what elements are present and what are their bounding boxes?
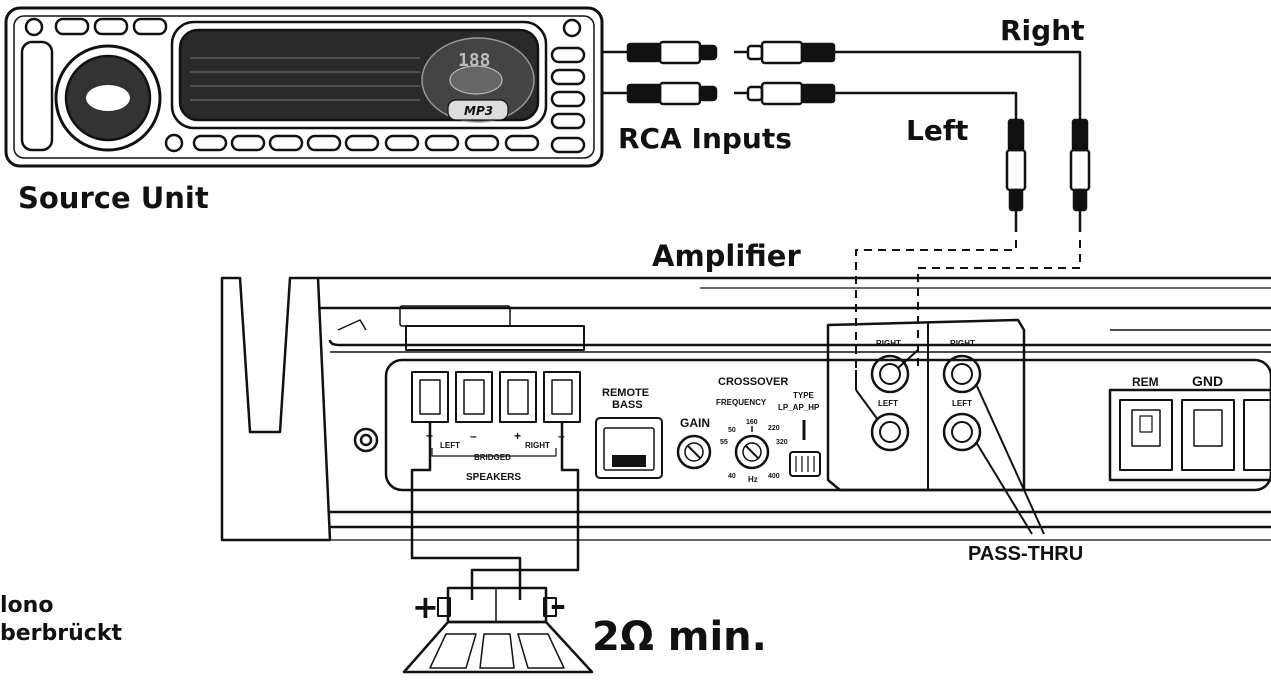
pass-thru-label: PASS-THRU	[968, 543, 1083, 565]
rem-label: REM	[1132, 375, 1159, 389]
source-unit	[4, 6, 604, 168]
input-left-label: LEFT	[878, 399, 898, 408]
freq-tick-160: 160	[746, 419, 758, 426]
speaker-sign-2: –	[470, 429, 477, 443]
display-digits: 188	[458, 50, 491, 71]
mono-label-line1: lono	[0, 593, 53, 618]
speaker-plus-label: +	[412, 588, 439, 626]
frequency-label: FREQUENCY	[716, 398, 767, 407]
amplifier-label: Amplifier	[652, 239, 801, 273]
left-channel-label: Left	[906, 114, 968, 147]
speaker-sign-1: +	[426, 429, 433, 443]
speaker-right-label: RIGHT	[525, 441, 550, 450]
impedance-label: 2Ω min.	[592, 614, 767, 660]
thru-right-label: RIGHT	[950, 339, 975, 348]
thru-left-label: LEFT	[952, 399, 972, 408]
freq-tick-220: 220	[768, 425, 780, 432]
type-label: TYPE	[793, 391, 815, 400]
gnd-label: GND	[1192, 373, 1223, 389]
right-channel-label: Right	[1000, 14, 1085, 47]
freq-tick-320: 320	[776, 439, 788, 446]
speaker	[402, 586, 594, 674]
crossover-label: CROSSOVER	[718, 376, 788, 388]
speaker-sign-4: –	[558, 429, 565, 443]
freq-tick-55: 55	[720, 439, 728, 446]
freq-tick-400: 400	[768, 473, 780, 480]
type-options-label: LP_AP_HP	[778, 403, 820, 412]
labels: Right Left RCA Inputs Source Unit Amplif…	[0, 14, 1223, 660]
rca-cables	[602, 40, 1091, 370]
input-right-label: RIGHT	[876, 339, 901, 348]
rca-inputs-label: RCA Inputs	[618, 122, 792, 155]
freq-tick-40: 40	[728, 473, 736, 480]
freq-tick-hz: Hz	[748, 475, 758, 484]
speaker-wiring	[410, 422, 580, 600]
gain-label: GAIN	[680, 416, 710, 430]
bridged-label: BRIDGED	[474, 453, 511, 462]
amplifier-body	[220, 276, 1271, 542]
remote-bass-label-2: BASS	[612, 399, 643, 411]
freq-tick-50: 50	[728, 427, 736, 434]
remote-bass-label-1: REMOTE	[602, 387, 649, 399]
speaker-left-label: LEFT	[440, 441, 460, 450]
speakers-label: SPEAKERS	[466, 472, 521, 483]
source-unit-label: Source Unit	[18, 181, 209, 215]
mono-label-line2: berbrückt	[0, 621, 122, 646]
mp3-badge: MP3	[464, 104, 493, 118]
speaker-sign-3: +	[514, 429, 521, 443]
speaker-minus-label: –	[550, 586, 566, 624]
